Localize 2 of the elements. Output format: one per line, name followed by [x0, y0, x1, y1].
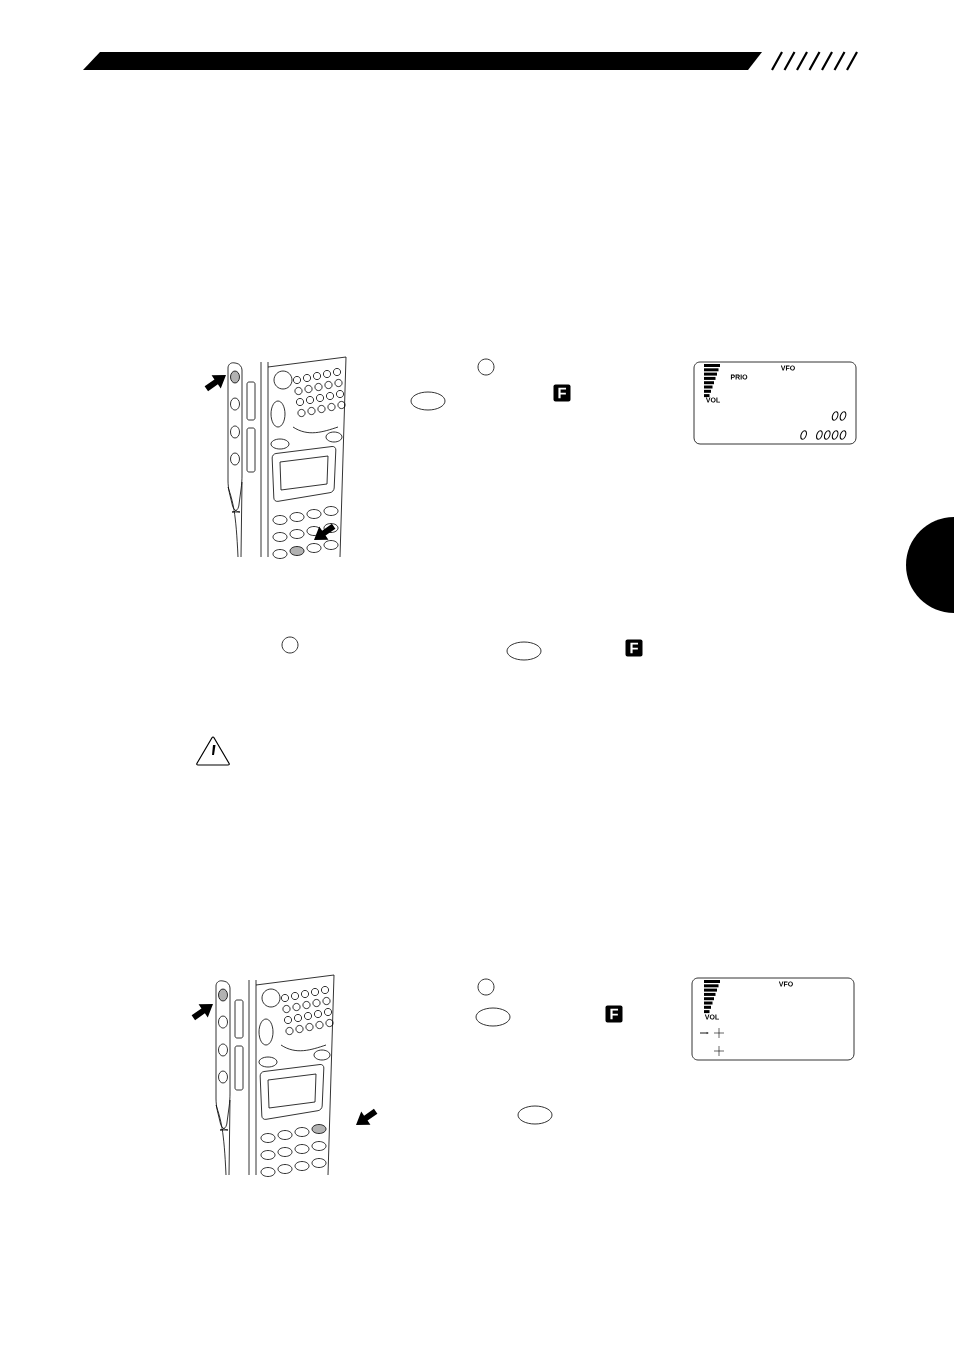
label: 00	[831, 411, 847, 421]
label: 0 0000	[800, 430, 847, 440]
